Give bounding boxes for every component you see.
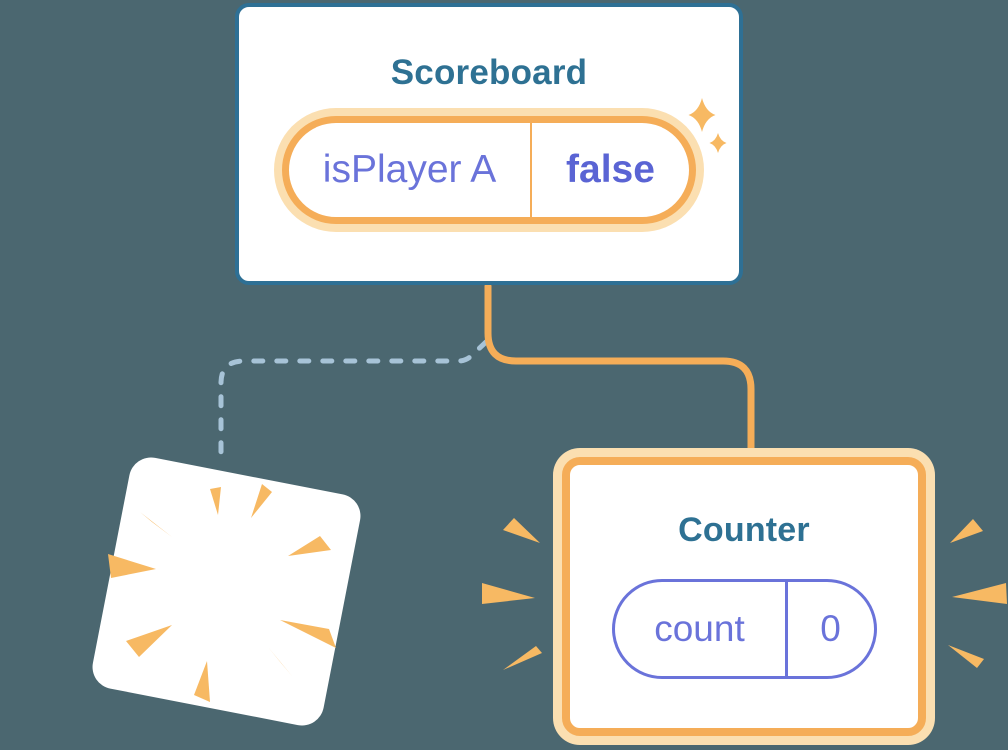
dashed-connector-to-removed-counter [218, 339, 489, 464]
state-value-label: false [566, 148, 655, 191]
emphasis-rays-left-icon [482, 518, 542, 670]
emphasis-rays-right-icon [948, 519, 1007, 668]
scoreboard-component-card: Scoreboard isPlayer A false [235, 3, 743, 285]
state-pill-divider [530, 123, 532, 217]
counter-component-card: Counter count 0 [562, 457, 926, 736]
counter-state-pill: count 0 [611, 579, 877, 679]
removed-counter-card [88, 453, 365, 730]
scoreboard-state-pill: isPlayer A false [282, 116, 696, 224]
counter-title: Counter [678, 511, 810, 549]
poof-burst-icon [108, 484, 336, 702]
state-value-label: 0 [820, 608, 841, 649]
sparkle-icon [688, 98, 727, 153]
scoreboard-title: Scoreboard [390, 53, 588, 92]
state-key-label: isPlayer A [322, 148, 497, 191]
state-key-label: count [654, 608, 745, 649]
state-pill-divider [784, 582, 788, 676]
solid-connector-to-new-counter [484, 282, 755, 460]
